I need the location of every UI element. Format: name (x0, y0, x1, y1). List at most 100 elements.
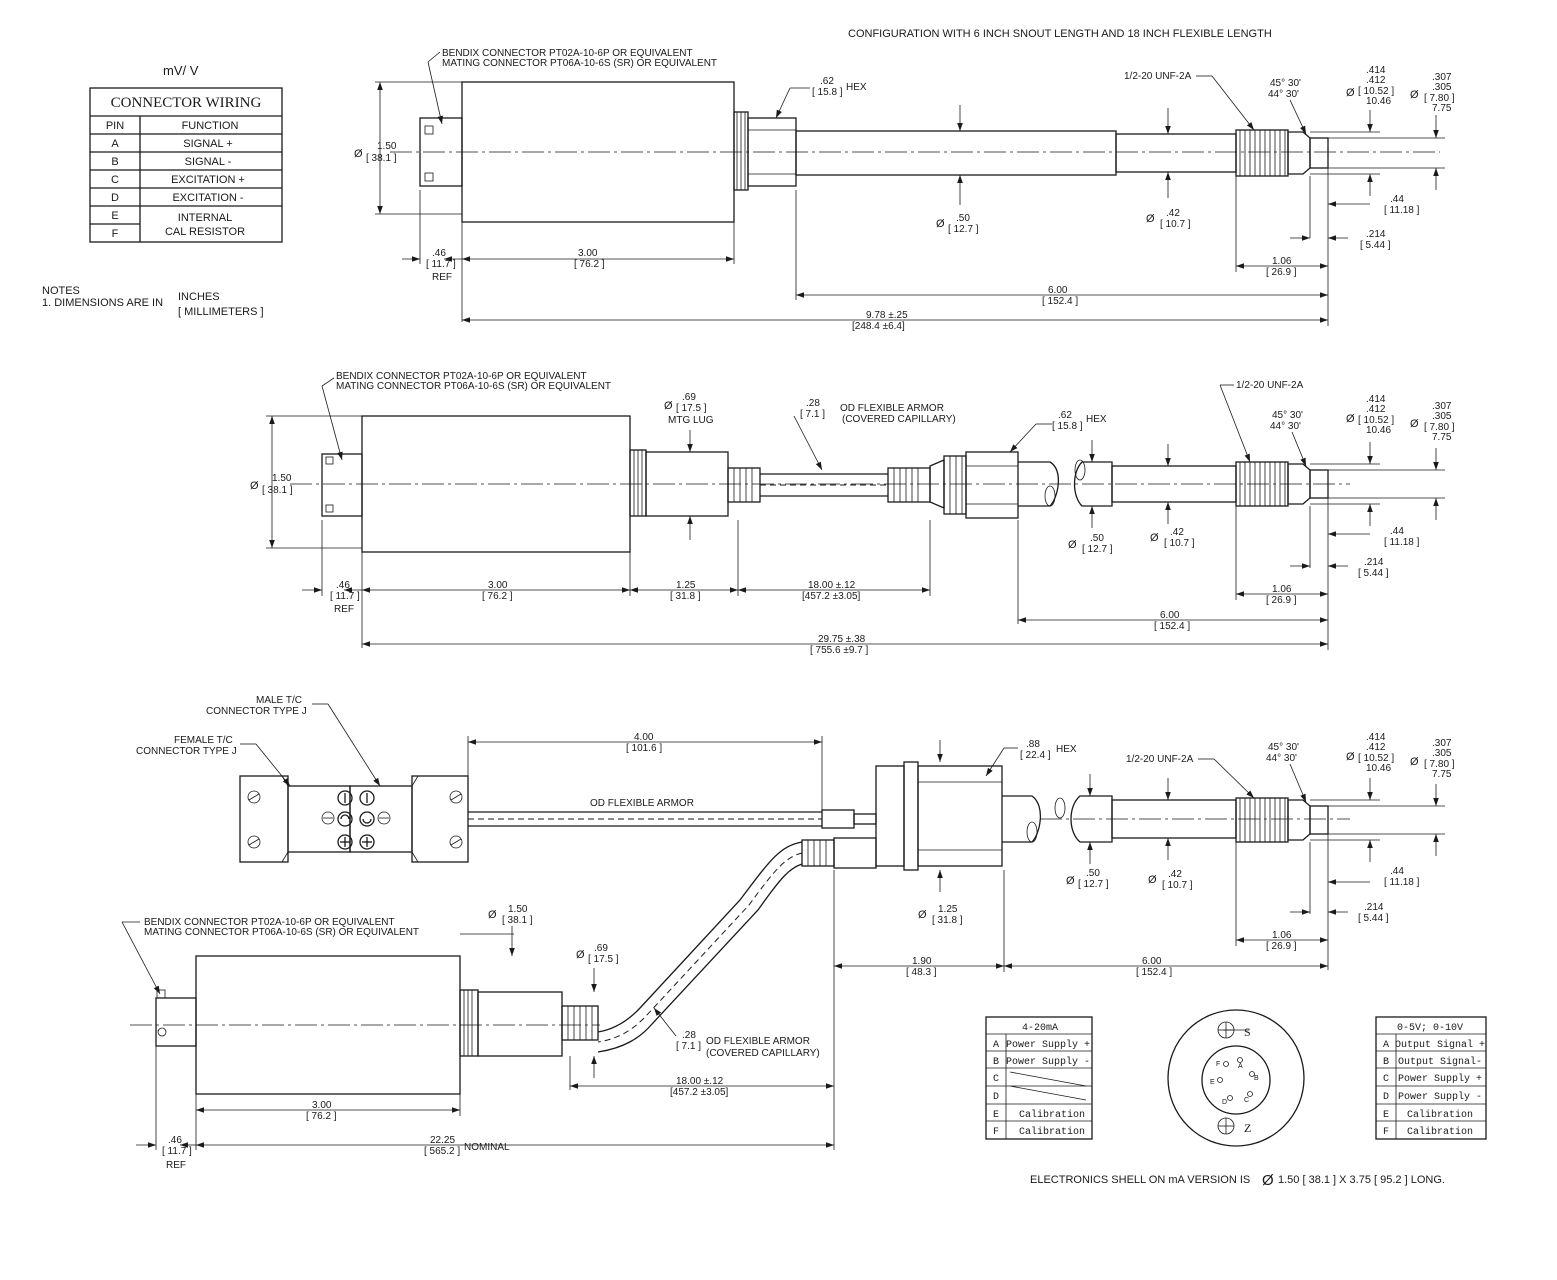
dim-thread-length-mm: [ 26.9 ] (1266, 595, 1297, 606)
dim-overall-length: 9.78 ±.25 (866, 310, 908, 321)
dim-thread-length-mm: [ 26.9 ] (1266, 267, 1297, 278)
dim-body-length: 3.00 (578, 248, 598, 259)
dim-flex-length-mm: [457.2 ±3.05] (802, 591, 861, 602)
table-v-function: Output Signal + (1395, 1039, 1485, 1051)
dim-pilot-max: .307 (1432, 72, 1452, 83)
dim-thread-max-mm: [ 10.52 ] (1358, 86, 1394, 97)
table-v-function: Power Supply - (1398, 1091, 1482, 1103)
dim-thread-length: 1.06 (1272, 930, 1292, 941)
dim-body-dia: 1.50 (377, 141, 397, 152)
dim-dia-symbol: Ø (664, 400, 673, 412)
dim-thread-max: .414 (1366, 732, 1386, 743)
view-2-flexible: Ø 1.50 [ 38.1 ] BENDIX CONNECTOR PT02A-1… (250, 371, 1455, 656)
dim-dia-symbol: Ø (1150, 532, 1159, 544)
flex-armor-sublabel: (COVERED CAPILLARY) (706, 1048, 820, 1059)
dim-stem-dia: .50 (1090, 533, 1104, 544)
dim-hex-offset: 1.90 (912, 956, 932, 967)
dim-pilot-min: .305 (1432, 411, 1452, 422)
dim-hex: .88 (1026, 739, 1040, 750)
footer-dia-symbol: Ø (1262, 1172, 1274, 1189)
mtg-lug-label: MTG LUG (668, 415, 714, 426)
bendix-note: MATING CONNECTOR PT06A-10-6S (SR) OR EQU… (144, 927, 419, 938)
dim-snout-length: 6.00 (1142, 956, 1162, 967)
dim-angle-max: 45° 30' (1270, 78, 1301, 89)
dim-body-dia: 1.50 (508, 904, 528, 915)
wiring-function: CAL RESISTOR (165, 226, 245, 238)
dim-ref: REF (432, 272, 452, 283)
dim-dia-symbol: Ø (250, 480, 259, 492)
table-ma-function: Calibration (1019, 1109, 1085, 1121)
face-pin-e: E (1210, 1079, 1215, 1086)
table-ma-function: Calibration (1019, 1126, 1085, 1138)
dim-tip-dia-mm: [ 10.7 ] (1160, 219, 1191, 230)
dim-lug-dia: .69 (682, 392, 696, 403)
table-ma-pin: D (993, 1092, 999, 1103)
dim-connector-ref: .46 (168, 1135, 182, 1146)
dim-overall-length: 22.25 (430, 1135, 455, 1146)
notes-heading: NOTES (42, 285, 80, 297)
dim-overall-length-mm: [ 755.6 ±9.7 ] (810, 645, 869, 656)
table-v-pin: A (1383, 1040, 1389, 1051)
mv-label: mV/ V (163, 63, 199, 78)
dim-lug-dia-mm: [ 17.5 ] (588, 954, 619, 965)
dim-armor-od-mm: [ 7.1 ] (800, 409, 825, 420)
table-v-function: Calibration (1407, 1109, 1473, 1121)
dim-pilot-length-mm: [ 11.18 ] (1384, 205, 1420, 216)
dim-body-dia-mm: [ 38.1 ] (366, 153, 397, 164)
face-pin-b: B (1254, 1075, 1259, 1082)
hex-label: HEX (1086, 414, 1107, 425)
dim-stem-dia: .50 (956, 213, 970, 224)
dim-hex: .62 (1058, 410, 1072, 421)
dim-pilot-max-mm: [ 7.80 ] (1424, 93, 1455, 104)
notes-line: 1. DIMENSIONS ARE IN (42, 297, 163, 309)
dim-body-dia-mm: [ 38.1 ] (262, 485, 293, 496)
male-tc-label: MALE T/C (256, 695, 302, 706)
wiring-pin: B (111, 156, 118, 168)
dim-chamfer-mm: [ 5.44 ] (1358, 568, 1389, 579)
dim-overall-length-mm: [ 565.2 ] (424, 1146, 460, 1157)
dim-armor-od-mm: [ 7.1 ] (676, 1041, 701, 1052)
dim-dia-symbol: Ø (354, 148, 363, 160)
dim-pilot-max: .307 (1432, 738, 1452, 749)
dim-hex-mm: [ 22.4 ] (1020, 750, 1051, 761)
connector-wiring-table: mV/ V CONNECTOR WIRING PIN FUNCTION A SI… (89, 63, 283, 243)
dim-pilot-min-mm: 7.75 (1432, 769, 1452, 780)
wiring-function: EXCITATION + (171, 174, 245, 186)
dim-hex-mm: [ 15.8 ] (812, 87, 843, 98)
dim-dia-symbol: Ø (1146, 213, 1155, 225)
dim-stem-dia-mm: [ 12.7 ] (1078, 879, 1109, 890)
dim-dia-symbol: Ø (1066, 875, 1075, 887)
table-ma-pin: E (993, 1110, 999, 1121)
dim-pilot-length-mm: [ 11.18 ] (1384, 537, 1420, 548)
wiring-title: CONNECTOR WIRING (111, 95, 262, 111)
dim-thread-max-mm: [ 10.52 ] (1358, 753, 1394, 764)
dim-chamfer: .214 (1364, 902, 1384, 913)
table-v-pin: B (1383, 1057, 1389, 1068)
dim-dia-symbol: Ø (1346, 413, 1355, 425)
dim-chamfer-mm: [ 5.44 ] (1360, 240, 1391, 251)
dim-body-length-mm: [ 76.2 ] (482, 591, 513, 602)
hex-label: HEX (1056, 744, 1077, 755)
dim-pilot-length-mm: [ 11.18 ] (1384, 877, 1420, 888)
table-v-function: Calibration (1407, 1126, 1473, 1138)
dim-pilot-max: .307 (1432, 401, 1452, 412)
dim-tip-dia: .42 (1168, 869, 1182, 880)
dim-tip-dia-mm: [ 10.7 ] (1164, 538, 1195, 549)
flex-armor-od-label: OD FLEXIBLE ARMOR (590, 798, 694, 809)
dim-tip-dia: .42 (1170, 527, 1184, 538)
dim-angle-min: 44° 30' (1270, 421, 1301, 432)
wiring-pin: C (111, 174, 119, 186)
dim-dia-symbol: Ø (1068, 539, 1077, 551)
bendix-note: BENDIX CONNECTOR PT02A-10-6P OR EQUIVALE… (442, 48, 693, 59)
dim-dia-symbol: Ø (936, 218, 945, 230)
notes-unit-mm: [ MILLIMETERS ] (178, 306, 264, 318)
table-v-function: Output Signal- (1398, 1056, 1482, 1068)
dim-tip-dia: .42 (1166, 208, 1180, 219)
dim-stem-dia-mm: [ 12.7 ] (948, 224, 979, 235)
dim-snout-length-mm: [ 152.4 ] (1154, 621, 1190, 632)
flex-armor-label: OD FLEXIBLE ARMOR (840, 403, 944, 414)
dim-armor-od: .28 (682, 1030, 696, 1041)
dim-hex-body-dia: 1.25 (938, 904, 958, 915)
dim-pilot-max-mm: [ 7.80 ] (1424, 422, 1455, 433)
dim-lug-length: 1.25 (676, 580, 696, 591)
